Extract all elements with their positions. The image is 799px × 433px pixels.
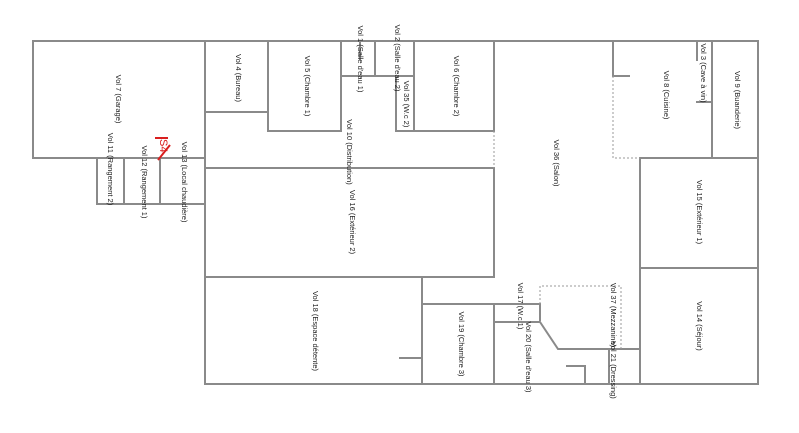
room-label-espace-detente: Vol 18 (Espace détente) (311, 291, 320, 372)
room-label-exterieur-1: Vol 15 (Extérieur 1) (695, 180, 704, 245)
room-label-sejour: Vol 14 (Séjour) (695, 301, 704, 351)
room-label-distribution: Vol 10 (Distribution) (345, 119, 354, 185)
room-label-salle-eau-3: Vol 20 (Salle d'eau 3) (524, 321, 533, 393)
room-label-cuisine: Vol 8 (Cuisine) (662, 71, 671, 120)
room-label-bureau: Vol 4 (Bureau) (234, 54, 243, 102)
room-label-garage: Vol 7 (Garage) (114, 75, 123, 124)
room-label-wc-2: Vol 35 (W.c 2) (402, 81, 411, 128)
s4-marker-stroke (157, 144, 171, 161)
walls (32, 40, 759, 385)
room-label-local-chaudiere: Vol 13 (Local chaudière) (180, 142, 189, 223)
room-label-cave-a-vin: Vol 3 (Cave à vin) (699, 43, 708, 103)
dashed-guides (493, 76, 640, 349)
room-label-chambre-1: Vol 5 (Chambre 1) (303, 56, 312, 117)
room-label-buanderie: Vol 9 (Buanderie) (733, 71, 742, 129)
s4-marker: S4 (155, 137, 171, 161)
room-label-chambre-3: Vol 19 (Chambre 3) (457, 311, 466, 377)
room-labels: Vol 7 (Garage) Vol 4 (Bureau) Vol 5 (Cha… (106, 25, 742, 400)
room-label-salle-eau-1: Vol 1 (Salle d'eau 1) (356, 26, 365, 93)
s4-marker-label: S4 (157, 139, 169, 152)
room-label-salon: Vol 36 (Salon) (552, 139, 561, 187)
room-label-wc-1: Vol 17 (W.c 1) (516, 283, 525, 330)
room-label-exterieur-2: Vol 16 (Extérieur 2) (348, 190, 357, 255)
room-label-dressing: Vol 21 (Dressing) (609, 341, 618, 399)
room-label-rangement-1: Vol 12 (Rangement 1) (140, 146, 149, 219)
room-label-chambre-2: Vol 6 (Chambre 2) (452, 56, 461, 117)
room-label-salle-eau-2: Vol 2 (Salle d'eau 2) (393, 25, 402, 92)
room-label-rangement-2: Vol 11 (Rangement 2) (106, 133, 115, 206)
room-label-mezzanine: Vol 37 (Mezzanine) (609, 283, 618, 348)
